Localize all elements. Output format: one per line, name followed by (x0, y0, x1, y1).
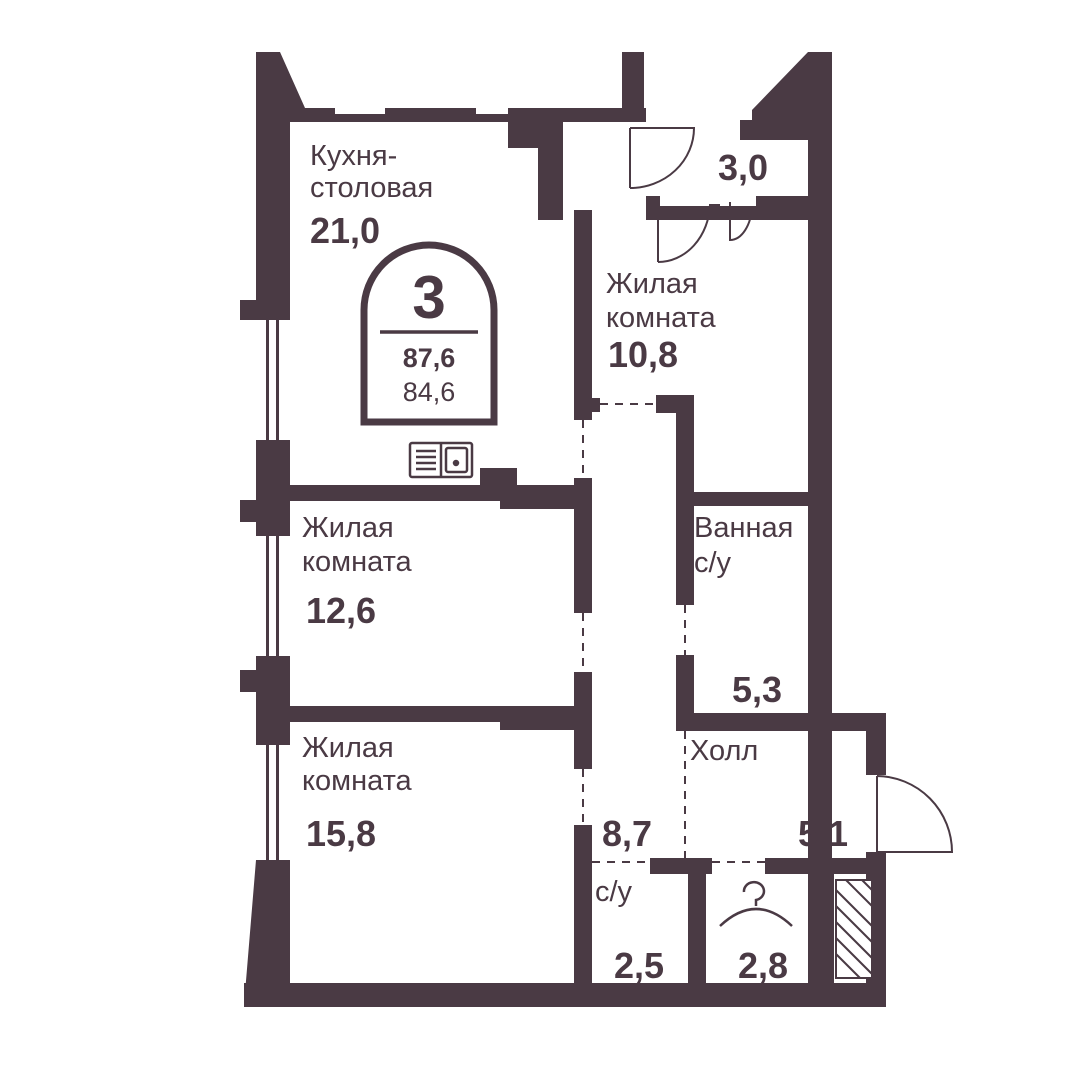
balcony-area: 3,0 (718, 147, 769, 188)
hall-name: Холл (690, 735, 759, 767)
wall-bath-left-lower (676, 655, 694, 730)
wall-corridor-left-2 (574, 478, 592, 613)
wall-bath-bottom (676, 713, 886, 731)
apartment-badge (360, 241, 498, 426)
living-bottom-area: 15,8 (306, 813, 377, 854)
bathroom-area: 5,3 (732, 669, 783, 710)
living-mid-name-line1: Жилая (302, 512, 394, 544)
rooms-count: 3 (412, 264, 446, 331)
hall-area: 5,1 (798, 813, 849, 854)
wall-corridor-left-1 (574, 210, 592, 420)
wall-top-stub (622, 52, 644, 122)
balcony-door-3 (729, 202, 753, 242)
living-top-name-line2: комната (606, 302, 716, 334)
wall-stub-left-3 (240, 670, 260, 692)
window-left-2-line (266, 536, 269, 656)
balcony-wall (740, 120, 808, 140)
outer-wall-top-right (752, 52, 832, 985)
kitchen-name-line2: столовая (310, 172, 434, 204)
outer-wall-top (256, 108, 646, 122)
window-left-1-line (266, 320, 269, 440)
bathroom-name-line2: с/у (694, 547, 732, 579)
sink-icon (408, 441, 474, 479)
balcony-door-2 (657, 200, 720, 264)
wc-area: 2,5 (614, 945, 665, 986)
window-left-2 (256, 536, 290, 656)
bathroom-name-line1: Ванная (694, 512, 794, 544)
wall-bath-top (676, 492, 826, 506)
entrance-door (876, 775, 954, 853)
wall-wc-right (688, 858, 706, 985)
wall-stub-left-2 (240, 500, 260, 522)
window-top-right-frame (476, 108, 526, 114)
living-top-area: 10,8 (608, 334, 679, 375)
doors (629, 127, 954, 853)
balcony-floor-gap (660, 196, 756, 206)
window-left-1-line2 (276, 320, 279, 440)
wardrobe-area: 2,8 (738, 945, 789, 986)
wc-name: с/у (595, 876, 633, 908)
shaft (835, 879, 873, 979)
window-left-3 (256, 745, 290, 860)
kitchen-pillar-stem (538, 108, 563, 220)
outer-wall-left (244, 52, 305, 1005)
hanger-icon (719, 881, 793, 927)
kitchen-area: 21,0 (310, 210, 381, 251)
walls (240, 52, 886, 1007)
window-left-2-line2 (276, 536, 279, 656)
wall-corridor-left-stub (574, 398, 600, 412)
window-left-3-line (266, 745, 269, 860)
living-top-name-line1: Жилая (606, 268, 698, 300)
living-bottom-name-line2: комната (302, 765, 412, 797)
kitchen-name-line1: Кухня- (310, 140, 398, 172)
balcony-door (629, 127, 696, 189)
living-mid-name-line2: комната (302, 546, 412, 578)
window-top-left-frame (335, 108, 385, 114)
wall-hall-right-1 (866, 713, 886, 775)
wall-wardrobe-right (812, 858, 834, 985)
window-left-1 (256, 320, 290, 440)
wall-room2-bottom-step (500, 706, 580, 730)
wall-corridor-right-stub (656, 395, 694, 413)
total-area: 87,6 (402, 343, 456, 373)
window-left-3-line2 (276, 745, 279, 860)
wall-stub-left-1 (240, 300, 260, 320)
living-area: 84,6 (402, 377, 456, 407)
living-bottom-name-line1: Жилая (302, 732, 394, 764)
wall-kitchen-bottom-notch (480, 468, 517, 488)
outer-wall-bottom (244, 983, 886, 1007)
wall-kitchen-bottom-step (500, 485, 580, 509)
corridor-area: 8,7 (602, 813, 653, 854)
wall-corridor-left-4 (574, 825, 592, 985)
openings (582, 403, 765, 863)
wall-corridor-left-3 (574, 672, 592, 769)
living-mid-area: 12,6 (306, 590, 377, 631)
